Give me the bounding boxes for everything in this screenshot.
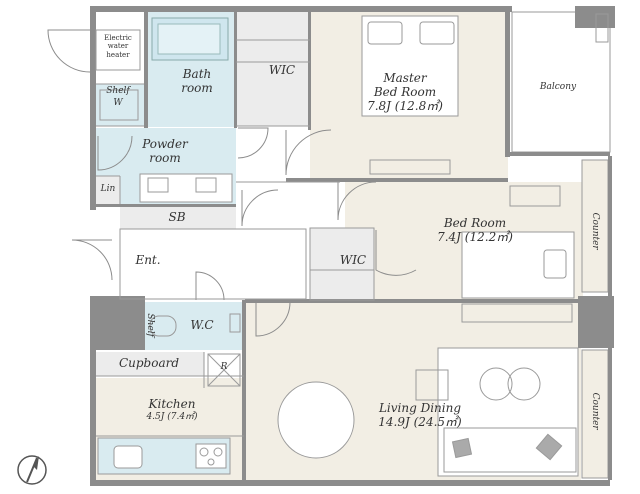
powder-label: Powder room xyxy=(130,137,200,166)
bedroom-name: Bed Room xyxy=(443,216,507,230)
living-size: 14.9J (24.5㎡) xyxy=(378,414,462,429)
wic-top-label: WIC xyxy=(268,63,296,77)
shelf-floor xyxy=(96,84,144,126)
electric-water-heater-label: Electric water heater xyxy=(104,34,132,59)
partitions xyxy=(96,39,375,437)
kitchen-size: 4.5J (7.4㎡) xyxy=(146,411,198,422)
wall-right-balcony xyxy=(505,12,510,157)
bath-line1: Bath xyxy=(182,67,212,81)
shelf-box xyxy=(99,89,139,121)
dining-table-icon xyxy=(277,381,355,459)
kitchen-name: Kitchen xyxy=(148,397,196,411)
bath-line2: room xyxy=(181,80,213,95)
balcony-floor xyxy=(511,11,611,153)
bedroom-size: 7.4J (12.2㎡) xyxy=(437,229,513,244)
fixtures xyxy=(95,13,609,477)
master-line1: Master xyxy=(383,71,427,85)
bed-icon xyxy=(361,15,459,117)
cupboard-floor xyxy=(96,352,204,376)
balcony-label: Balcony xyxy=(539,82,577,92)
wall-right-pillar-top xyxy=(575,6,615,28)
bath-label: Bath room xyxy=(172,67,222,96)
wall-balcony-bottom xyxy=(508,152,610,156)
wic-mid-floor xyxy=(310,228,374,300)
door-swing-icon xyxy=(255,301,291,337)
lin-floor xyxy=(96,176,120,204)
living-dining-label: Living Dining 14.9J (24.5㎡) xyxy=(360,401,480,430)
wall-master-bottom xyxy=(286,178,508,182)
walls xyxy=(90,6,615,486)
master-size: 7.8J (12.8㎡) xyxy=(367,98,443,113)
door-swing-icon xyxy=(375,230,417,276)
kitchen-label: Kitchen 4.5J (7.4㎡) xyxy=(130,397,214,422)
shelf-w-label: W xyxy=(113,98,123,108)
wall-top xyxy=(90,6,512,12)
bedroom-label: Bed Room 7.4J (12.2㎡) xyxy=(420,216,530,245)
water-heater-box xyxy=(95,29,141,71)
shelf-top-label: Shelf xyxy=(106,86,130,96)
wc-floor xyxy=(145,302,243,350)
toilet-icon xyxy=(149,315,177,337)
door-swing-icon xyxy=(71,239,113,281)
lin-label: Lin xyxy=(100,184,116,194)
living-name: Living Dining xyxy=(378,401,462,415)
wall-pillar-left xyxy=(90,296,145,350)
wall-wic-right xyxy=(308,12,311,130)
bed-icon xyxy=(461,231,575,299)
powder-line2: room xyxy=(149,150,181,165)
door-swing-icon xyxy=(285,129,332,176)
wall-left-upper xyxy=(90,6,96,210)
door-swing-icon xyxy=(241,189,279,227)
door-swing-icon xyxy=(237,127,269,159)
refrigerator-box xyxy=(207,353,241,387)
wall-living-top xyxy=(245,299,580,303)
counter-top-label: Counter xyxy=(590,212,601,250)
refrigerator-label: R xyxy=(220,362,228,372)
sb-label: SB xyxy=(168,210,186,224)
shelf-wc-label: Shelf xyxy=(145,313,156,337)
wall-bottom xyxy=(90,480,610,486)
wall-left-lower xyxy=(90,296,96,486)
stove-icon xyxy=(195,443,227,469)
master-bedroom-label: Master Bed Room 7.8J (12.8㎡) xyxy=(355,71,455,113)
door-swing-icon xyxy=(337,181,377,221)
compass-icon xyxy=(17,455,47,485)
door-swing-icon xyxy=(47,29,91,73)
master-line2: Bed Room xyxy=(373,84,437,99)
powder-line1: Powder xyxy=(142,137,188,151)
sink-icon xyxy=(139,173,233,203)
wall-wc-right xyxy=(242,300,246,480)
cupboard-label: Cupboard xyxy=(118,356,180,370)
wall-right-edge xyxy=(608,156,612,480)
door-swing-icon xyxy=(195,271,225,301)
wall-bath-right xyxy=(234,12,237,128)
counter-top-floor xyxy=(581,159,609,293)
sb-floor xyxy=(120,207,236,229)
wc-label: W.C xyxy=(190,318,214,332)
ent-label: Ent. xyxy=(135,253,161,267)
wic-top-floor xyxy=(236,12,310,126)
floors xyxy=(96,11,611,480)
wic-mid-label: WIC xyxy=(339,253,367,267)
door-swing-icon xyxy=(97,135,133,171)
door-swings xyxy=(47,29,417,337)
wall-bath-left xyxy=(144,12,148,128)
counter-bottom-floor xyxy=(581,349,609,479)
wall-powder-bottom xyxy=(96,204,236,207)
counter-bottom-label: Counter xyxy=(590,392,601,430)
